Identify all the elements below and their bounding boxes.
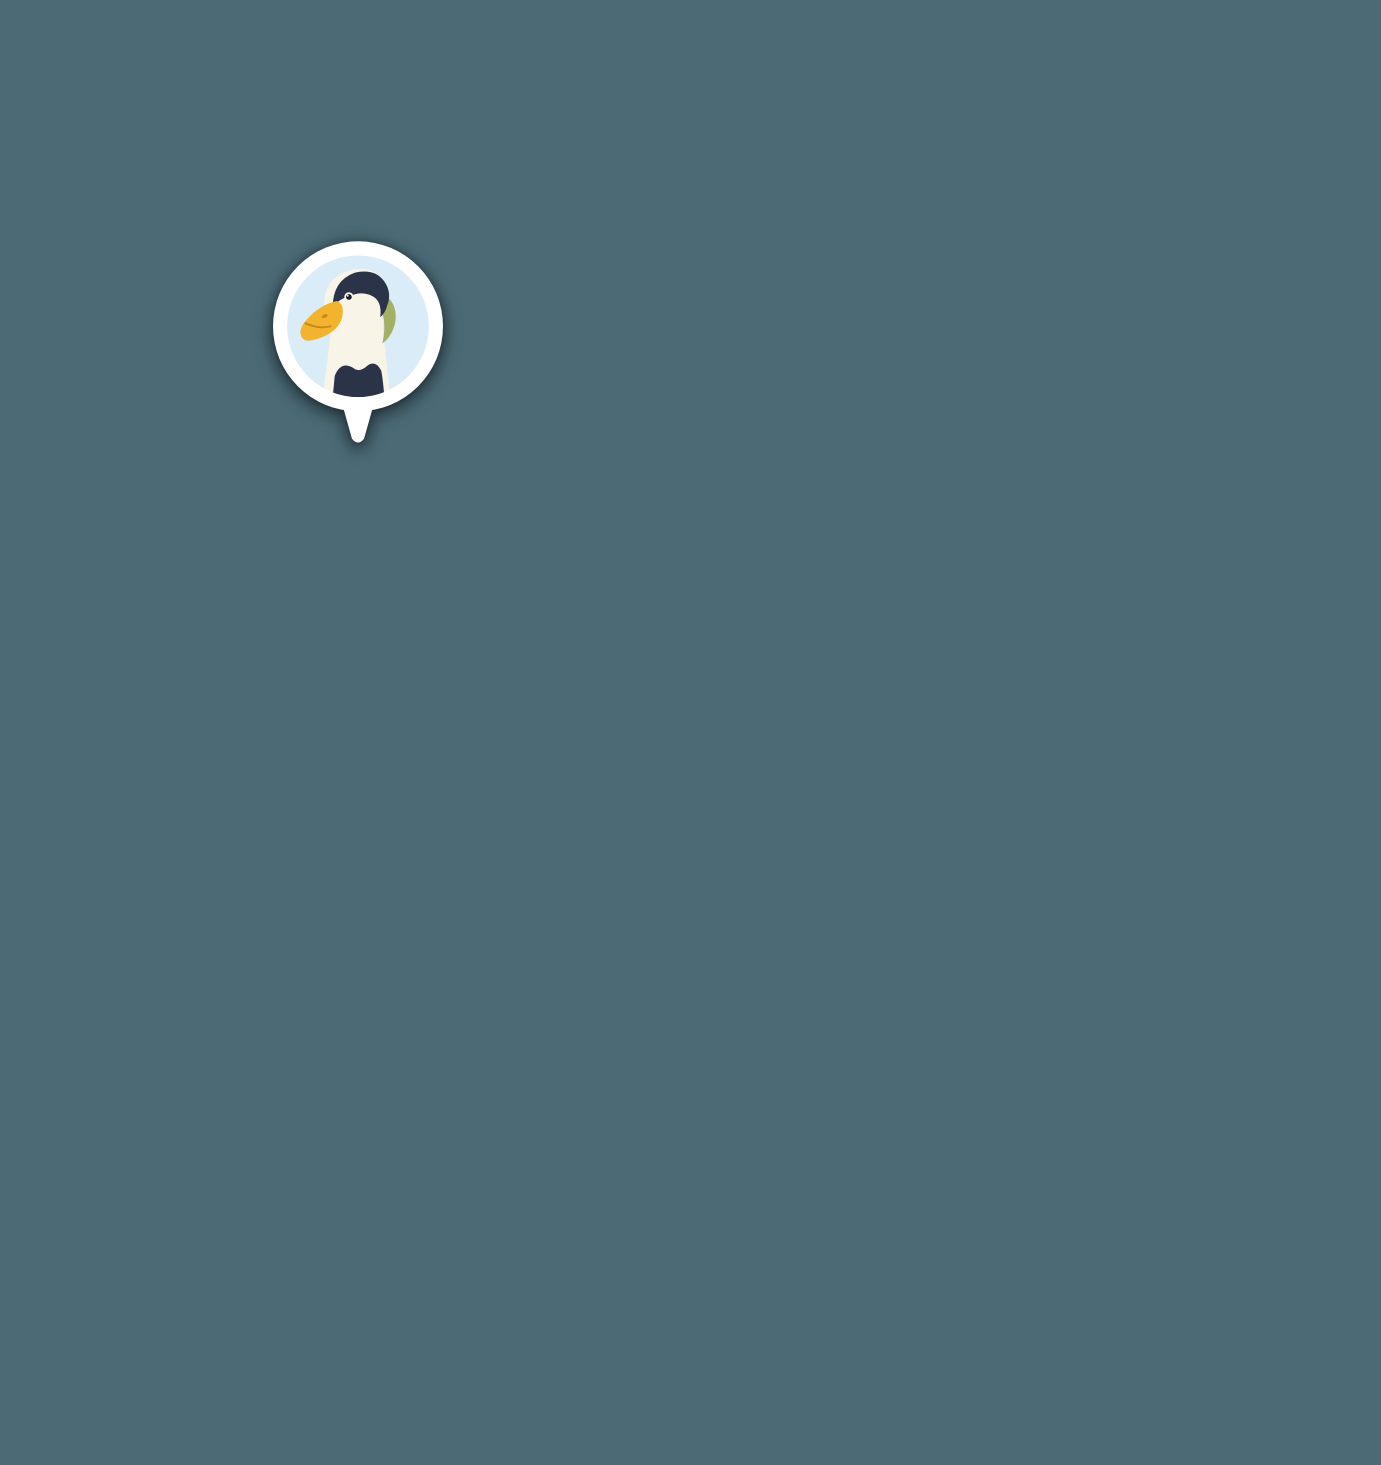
map-pin bbox=[273, 241, 443, 443]
bird-sighting-marker[interactable] bbox=[272, 240, 444, 448]
duck-bill-nostril bbox=[321, 314, 328, 319]
duck-eye-highlight bbox=[346, 294, 349, 297]
duck-eye bbox=[346, 294, 352, 300]
eider-duck-icon bbox=[300, 269, 396, 398]
duck-cap bbox=[332, 271, 390, 318]
duck-bill bbox=[300, 301, 343, 341]
duck-breast-patch bbox=[332, 363, 385, 398]
duck-bill-mouth-line bbox=[304, 322, 332, 329]
